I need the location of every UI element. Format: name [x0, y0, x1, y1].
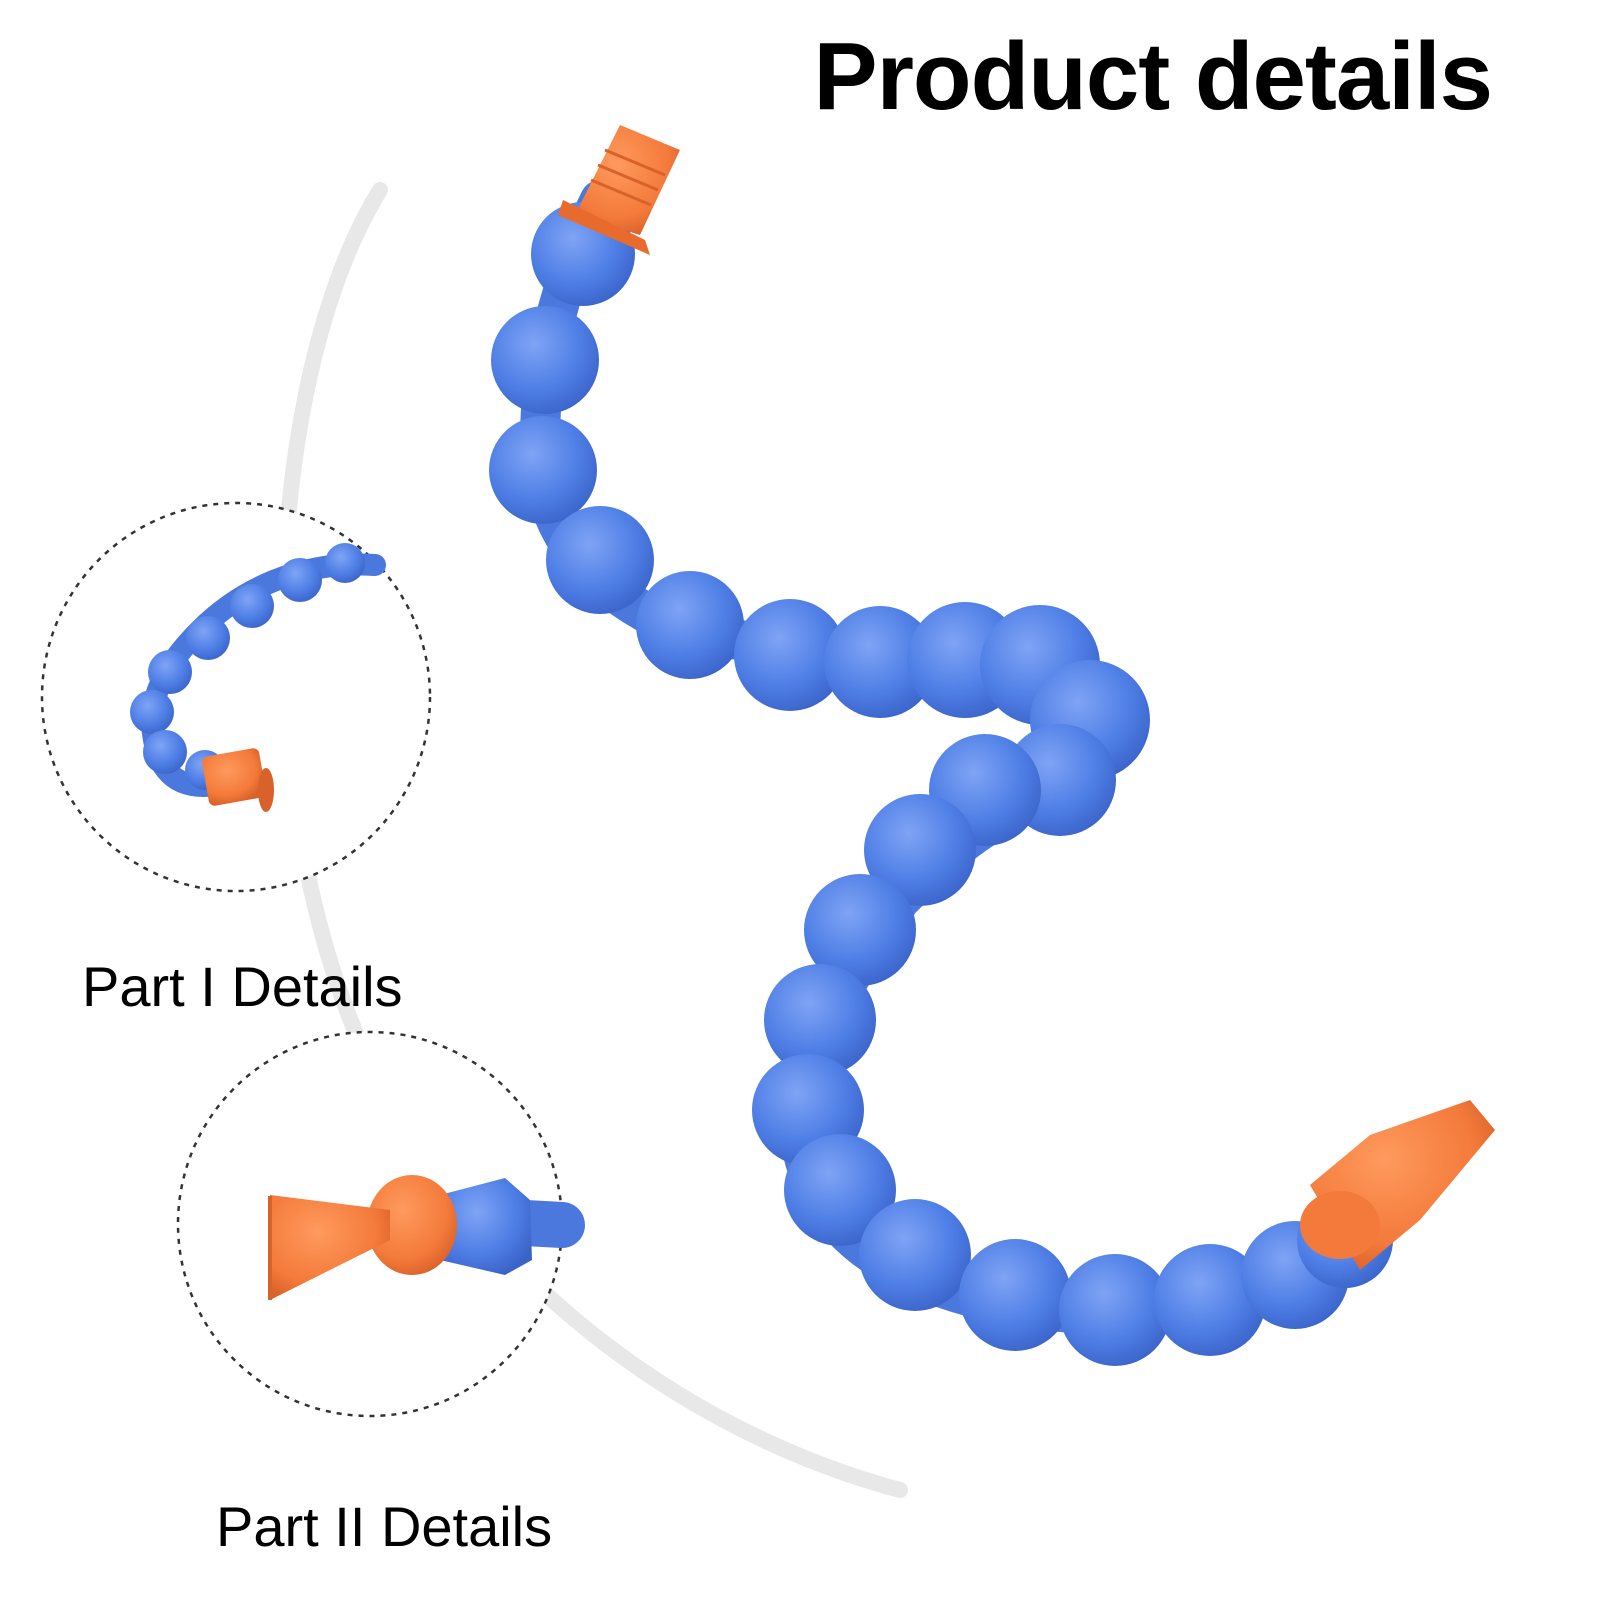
main-hose-segments	[489, 202, 1393, 1366]
hose-segment	[864, 794, 976, 906]
hose-segment	[734, 599, 846, 711]
flat-nozzle-tip	[1300, 1100, 1495, 1270]
hose-segment	[959, 1239, 1071, 1351]
top-threaded-fitting	[558, 125, 680, 255]
part-one-detail-circle	[40, 501, 432, 893]
hose-segment	[636, 571, 744, 679]
part-one-caption: Part I Details	[82, 955, 403, 1018]
hose-segment	[546, 506, 654, 614]
page-title: Product details	[813, 23, 1493, 130]
hose-segment	[804, 874, 916, 986]
hose-segment	[489, 416, 597, 524]
hose-segment	[824, 606, 936, 718]
part-one-detail-hose	[130, 543, 386, 812]
hose-segment	[1154, 1244, 1266, 1356]
hose-segment	[859, 1199, 971, 1311]
hose-segment	[491, 306, 599, 414]
part-two-detail-nozzle	[268, 1175, 585, 1300]
hose-segment	[1059, 1254, 1171, 1366]
hose-segment	[784, 1134, 896, 1246]
hose-segment	[764, 964, 876, 1076]
part-two-caption: Part II Details	[216, 1495, 553, 1558]
